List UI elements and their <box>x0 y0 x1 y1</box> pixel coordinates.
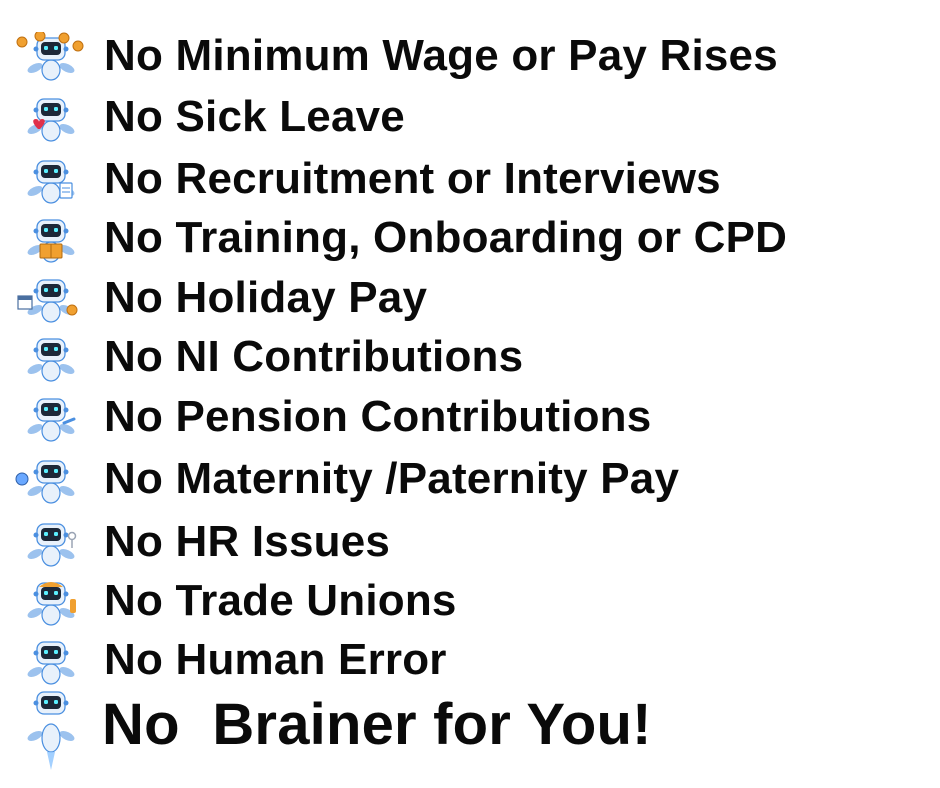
benefit-item: No Holiday Pay <box>0 270 940 326</box>
tagline-text: No Brainer for You! <box>102 692 652 757</box>
robot-holding-globe-icon <box>15 460 75 504</box>
benefit-label: No Training, Onboarding or CPD <box>104 213 788 262</box>
robot-waving-icon <box>27 338 75 382</box>
robot-holding-heart-icon <box>27 98 75 142</box>
benefit-label: No Sick Leave <box>104 92 405 141</box>
benefit-label: No Recruitment or Interviews <box>104 154 721 203</box>
benefit-label: No Human Error <box>104 635 447 684</box>
benefit-item: No Minimum Wage or Pay Rises <box>0 28 940 84</box>
robot-rocket-icon <box>27 691 75 770</box>
benefit-label: No HR Issues <box>104 517 391 566</box>
benefit-label: No Pension Contributions <box>104 392 652 441</box>
robot-flying-icon <box>27 641 75 685</box>
benefit-item: No Trade Unions <box>0 573 940 629</box>
benefit-label: No NI Contributions <box>104 332 524 381</box>
robot-calendar-coin-icon <box>17 279 78 323</box>
benefit-label: No Maternity /Paternity Pay <box>104 454 680 503</box>
benefit-label: No Trade Unions <box>104 576 457 625</box>
robot-hard-hat-icon <box>27 582 76 626</box>
benefit-label: No Minimum Wage or Pay Rises <box>104 31 778 80</box>
benefit-item: No Human Error <box>0 632 940 688</box>
robot-holding-document-icon <box>27 160 75 204</box>
benefit-item: No NI Contributions <box>0 329 940 385</box>
benefit-item: No HR Issues <box>0 514 940 570</box>
benefit-item: No Sick Leave <box>0 89 940 145</box>
benefit-item: No Maternity /Paternity Pay <box>0 451 940 507</box>
benefit-item: No Pension Contributions <box>0 389 940 445</box>
robot-holding-key-icon <box>27 523 77 567</box>
benefit-label: No Holiday Pay <box>104 273 428 322</box>
robot-reading-book-icon <box>27 219 75 263</box>
benefit-item: No Training, Onboarding or CPD <box>0 210 940 266</box>
tagline-row: No Brainer for You! <box>0 690 940 770</box>
robot-juggling-coins-icon <box>16 32 84 81</box>
robot-pointing-icon <box>27 398 76 442</box>
benefit-item: No Recruitment or Interviews <box>0 151 940 207</box>
